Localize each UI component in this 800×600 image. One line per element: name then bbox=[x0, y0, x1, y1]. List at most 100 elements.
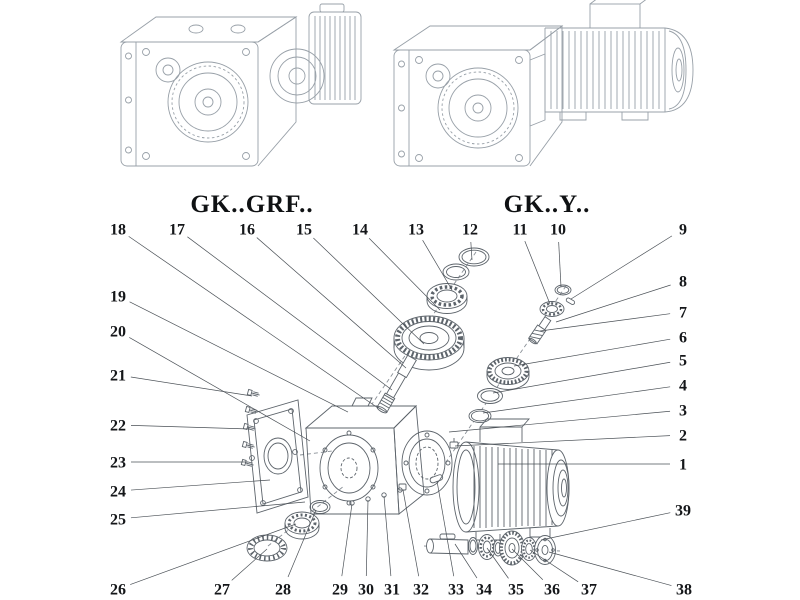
part-number-21: 21 bbox=[110, 368, 126, 385]
leader-line-21 bbox=[130, 376, 253, 397]
part-number-29: 29 bbox=[332, 582, 348, 599]
part-number-18: 18 bbox=[110, 222, 126, 239]
leader-line-16 bbox=[256, 237, 407, 369]
part-number-11: 11 bbox=[512, 222, 527, 239]
part-number-24: 24 bbox=[110, 484, 126, 501]
part-number-26: 26 bbox=[110, 582, 126, 599]
leader-line-32 bbox=[402, 489, 420, 577]
input-gear-stack bbox=[376, 247, 490, 414]
leader-line-24 bbox=[130, 479, 271, 491]
lower-bearing-and-shims bbox=[246, 500, 331, 562]
part-number-14: 14 bbox=[352, 222, 368, 239]
variant-label-grf: GK..GRF.. bbox=[190, 191, 313, 218]
terminal-box bbox=[589, 3, 641, 29]
gear-housing bbox=[304, 397, 459, 515]
part-number-32: 32 bbox=[413, 582, 429, 599]
output-shaft-assembly bbox=[426, 530, 556, 566]
leader-line-14 bbox=[368, 238, 441, 311]
part-number-1: 1 bbox=[679, 457, 687, 474]
leader-line-2 bbox=[454, 435, 671, 447]
motor-terminal-box bbox=[479, 418, 530, 442]
part-number-9: 9 bbox=[679, 222, 687, 239]
leader-line-8 bbox=[555, 284, 671, 323]
pinion-key bbox=[565, 297, 576, 305]
circlip bbox=[554, 284, 572, 296]
input-shaft bbox=[376, 354, 417, 414]
part-number-38: 38 bbox=[676, 582, 692, 599]
output-shaft bbox=[429, 538, 469, 555]
leader-line-29 bbox=[341, 503, 353, 577]
leader-line-39 bbox=[540, 512, 671, 541]
leader-line-26 bbox=[130, 523, 297, 585]
leader-line-27 bbox=[231, 548, 268, 581]
leader-line-9 bbox=[570, 235, 673, 300]
part-number-2: 2 bbox=[679, 428, 687, 445]
input-gear bbox=[393, 315, 465, 361]
leader-line-3 bbox=[448, 410, 671, 433]
part-number-5: 5 bbox=[679, 353, 687, 370]
motor-pinion-shaft bbox=[528, 316, 552, 345]
variant-label-y: GK..Y.. bbox=[504, 191, 591, 218]
leader-line-10 bbox=[558, 241, 562, 288]
gearbox-drawing-y bbox=[392, 0, 694, 167]
motor-pinion-stack bbox=[468, 284, 576, 424]
leader-line-12 bbox=[470, 241, 473, 261]
part-number-36: 36 bbox=[544, 582, 560, 599]
motor-flange bbox=[529, 53, 546, 127]
leader-line-28 bbox=[287, 509, 317, 578]
part-number-10: 10 bbox=[550, 222, 566, 239]
electric-motor bbox=[452, 418, 570, 541]
snap-ring bbox=[458, 247, 490, 267]
part-number-17: 17 bbox=[169, 222, 185, 239]
leader-line-18 bbox=[128, 236, 379, 409]
leader-line-34 bbox=[454, 543, 478, 579]
leader-line-15 bbox=[313, 237, 425, 345]
part-number-37: 37 bbox=[581, 582, 597, 599]
exploded-view bbox=[240, 247, 576, 566]
part-number-31: 31 bbox=[384, 582, 400, 599]
leader-line-22 bbox=[130, 425, 251, 430]
leader-line-4 bbox=[482, 386, 671, 414]
leader-line-30 bbox=[365, 499, 369, 577]
leader-line-38 bbox=[548, 551, 672, 586]
part-number-7: 7 bbox=[679, 305, 687, 322]
leader-line-5 bbox=[492, 361, 671, 394]
part-number-8: 8 bbox=[679, 274, 687, 291]
part-number-6: 6 bbox=[679, 330, 687, 347]
output-key bbox=[439, 533, 456, 540]
part-number-28: 28 bbox=[275, 582, 291, 599]
leader-line-25 bbox=[130, 501, 306, 519]
leader-line-17 bbox=[187, 236, 393, 391]
part-number-39: 39 bbox=[675, 503, 691, 520]
part-number-22: 22 bbox=[110, 418, 126, 435]
leader-line-19 bbox=[129, 301, 349, 413]
part-number-3: 3 bbox=[679, 403, 687, 420]
part-number-4: 4 bbox=[679, 378, 687, 395]
vent-plug bbox=[449, 441, 459, 449]
shaft-key bbox=[429, 474, 444, 484]
leader-line-33 bbox=[436, 480, 455, 577]
part-number-34: 34 bbox=[476, 582, 492, 599]
leader-line-31 bbox=[383, 495, 392, 577]
leader-line-13 bbox=[422, 240, 453, 291]
leader-line-11 bbox=[524, 240, 551, 305]
part-number-33: 33 bbox=[448, 582, 464, 599]
leader-line-6 bbox=[513, 338, 671, 367]
leader-line-37 bbox=[529, 549, 579, 583]
fan-cover bbox=[664, 27, 694, 113]
part-number-19: 19 bbox=[110, 289, 126, 306]
part-number-20: 20 bbox=[110, 324, 126, 341]
part-number-25: 25 bbox=[110, 512, 126, 529]
part-number-15: 15 bbox=[296, 222, 312, 239]
part-number-16: 16 bbox=[239, 222, 255, 239]
part-number-27: 27 bbox=[214, 582, 230, 599]
washer-ring bbox=[442, 263, 470, 281]
part-number-23: 23 bbox=[110, 455, 126, 472]
leader-line-7 bbox=[539, 313, 671, 332]
leader-line-20 bbox=[129, 337, 311, 442]
part-number-35: 35 bbox=[508, 582, 524, 599]
part-number-13: 13 bbox=[408, 222, 424, 239]
